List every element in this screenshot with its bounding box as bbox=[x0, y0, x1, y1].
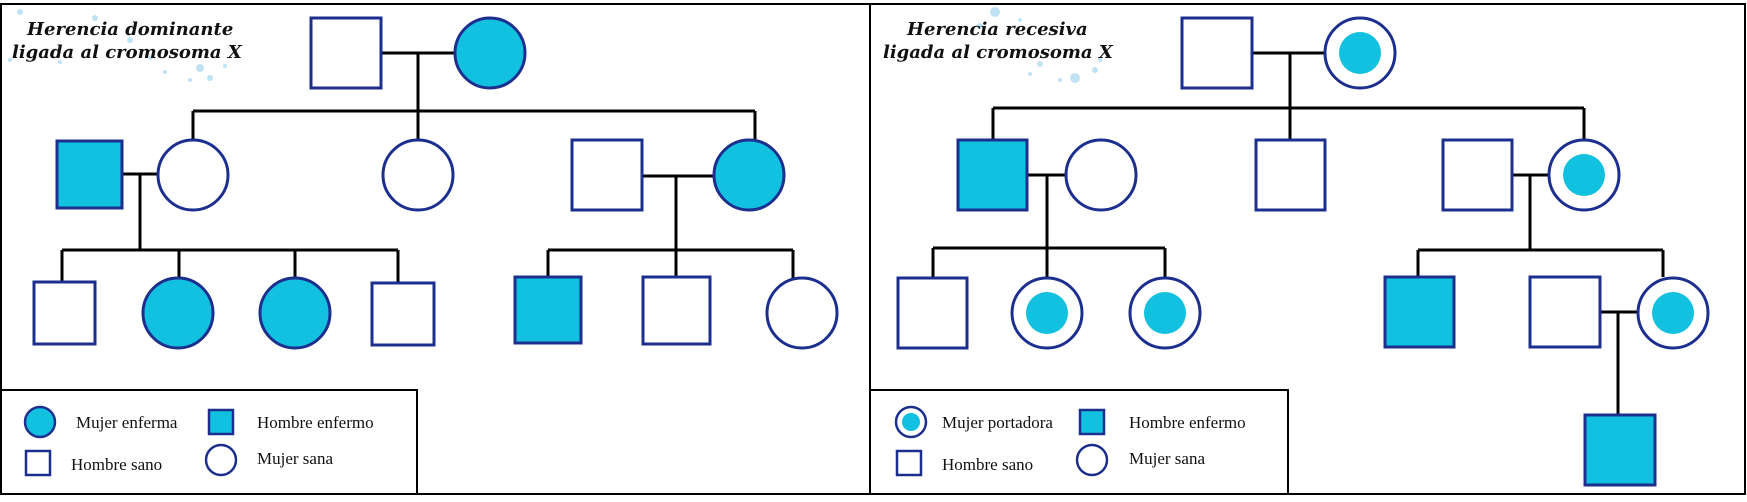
recessive-gen3-female-carrier-dot bbox=[1144, 292, 1186, 334]
legend-healthy-female-circle-icon bbox=[204, 443, 238, 477]
recessive-gen2-female-carrier-dot bbox=[1563, 154, 1605, 196]
dominant-gen3-male-healthy-square-icon bbox=[641, 275, 712, 346]
dominant-gen3-female-affected-circle-icon bbox=[258, 276, 332, 350]
recessive-gen2-male-healthy-square-icon bbox=[1441, 138, 1514, 212]
recessive-gen2-male-affected-square-icon bbox=[956, 138, 1029, 212]
recessive-lines bbox=[931, 51, 1665, 415]
legend-affected-male-label: Hombre enfermo bbox=[1129, 413, 1246, 432]
legend-healthy-male-label: Hombre sano bbox=[71, 455, 162, 474]
legend-healthy-male-square-icon bbox=[895, 449, 923, 477]
dominant-gen2-male-affected-square-icon bbox=[55, 139, 124, 210]
recessive-gen2-female-healthy-circle-icon bbox=[1064, 138, 1138, 212]
recessive-gen3-male-healthy-square-icon bbox=[1528, 275, 1602, 349]
dominant-gen2-female-healthy-circle-icon bbox=[156, 138, 230, 212]
recessive-gen3-female-carrier-dot bbox=[1026, 292, 1068, 334]
legend-healthy-male-square-icon bbox=[24, 449, 52, 477]
recessive-gen3-female-carrier-dot bbox=[1652, 292, 1694, 334]
dominant-gen2-male-healthy-square-icon bbox=[570, 138, 644, 212]
legend-dominant: Mujer enferma Hombre enfermo Hombre sano… bbox=[0, 389, 418, 495]
legend-recessive-box bbox=[869, 389, 1289, 495]
dominant-lines bbox=[60, 51, 795, 283]
title-dominant: Herencia dominante ligada al cromosoma X bbox=[12, 19, 243, 63]
legend-affected-male-square-icon bbox=[207, 408, 235, 436]
title-dominant-line2: ligada al cromosoma X bbox=[12, 42, 243, 63]
legend-healthy-female-label: Mujer sana bbox=[257, 449, 333, 468]
title-dominant-line1: Herencia dominante bbox=[26, 19, 233, 40]
decorative-dots-left bbox=[8, 9, 227, 82]
dominant-gen2-female-affected-circle-icon bbox=[712, 138, 786, 212]
dominant-gen3-male-affected-square-icon bbox=[513, 275, 583, 345]
decorative-dots-right bbox=[977, 7, 1102, 83]
title-recessive-line1: Herencia recesiva bbox=[906, 19, 1088, 40]
dominant-gen2-female-healthy-circle-icon bbox=[381, 138, 455, 212]
legend-carrier-female-label: Mujer portadora bbox=[942, 413, 1053, 432]
legend-healthy-male-label: Hombre sano bbox=[942, 455, 1033, 474]
title-recessive: Herencia recesiva ligada al cromosoma X bbox=[883, 19, 1114, 63]
dominant-gen3-male-healthy-square-icon bbox=[370, 281, 436, 347]
legend-affected-female-circle-icon bbox=[23, 405, 57, 439]
legend-healthy-female-circle-icon bbox=[1075, 443, 1109, 477]
dominant-gen3-female-healthy-circle-icon bbox=[765, 276, 839, 350]
recessive-gen1-father-square-icon bbox=[1180, 16, 1254, 90]
dominant-gen3-female-affected-circle-icon bbox=[141, 276, 215, 350]
dominant-gen3-male-healthy-square-icon bbox=[32, 280, 97, 346]
legend-dominant-box bbox=[0, 389, 418, 495]
recessive-gen2-male-healthy-square-icon bbox=[1254, 138, 1327, 212]
legend-healthy-female-label: Mujer sana bbox=[1129, 449, 1205, 468]
recessive-gen4-male-affected-square-icon bbox=[1583, 413, 1657, 487]
legend-affected-male-label: Hombre enfermo bbox=[257, 413, 374, 432]
dominant-gen1-father-square-icon bbox=[309, 16, 383, 90]
recessive-gen1-mother-carrier-dot bbox=[1339, 32, 1381, 74]
recessive-gen3-male-healthy-square-icon bbox=[896, 276, 969, 350]
legend-affected-female-label: Mujer enferma bbox=[76, 413, 178, 432]
recessive-gen3-male-affected-square-icon bbox=[1383, 275, 1456, 349]
legend-carrier-female-dot bbox=[902, 413, 920, 431]
dominant-gen1-mother-affected-circle-icon bbox=[453, 16, 527, 90]
legend-recessive: Mujer portadora Hombre enfermo Hombre sa… bbox=[869, 389, 1289, 495]
legend-affected-male-square-icon bbox=[1078, 408, 1106, 436]
title-recessive-line2: ligada al cromosoma X bbox=[883, 42, 1114, 63]
